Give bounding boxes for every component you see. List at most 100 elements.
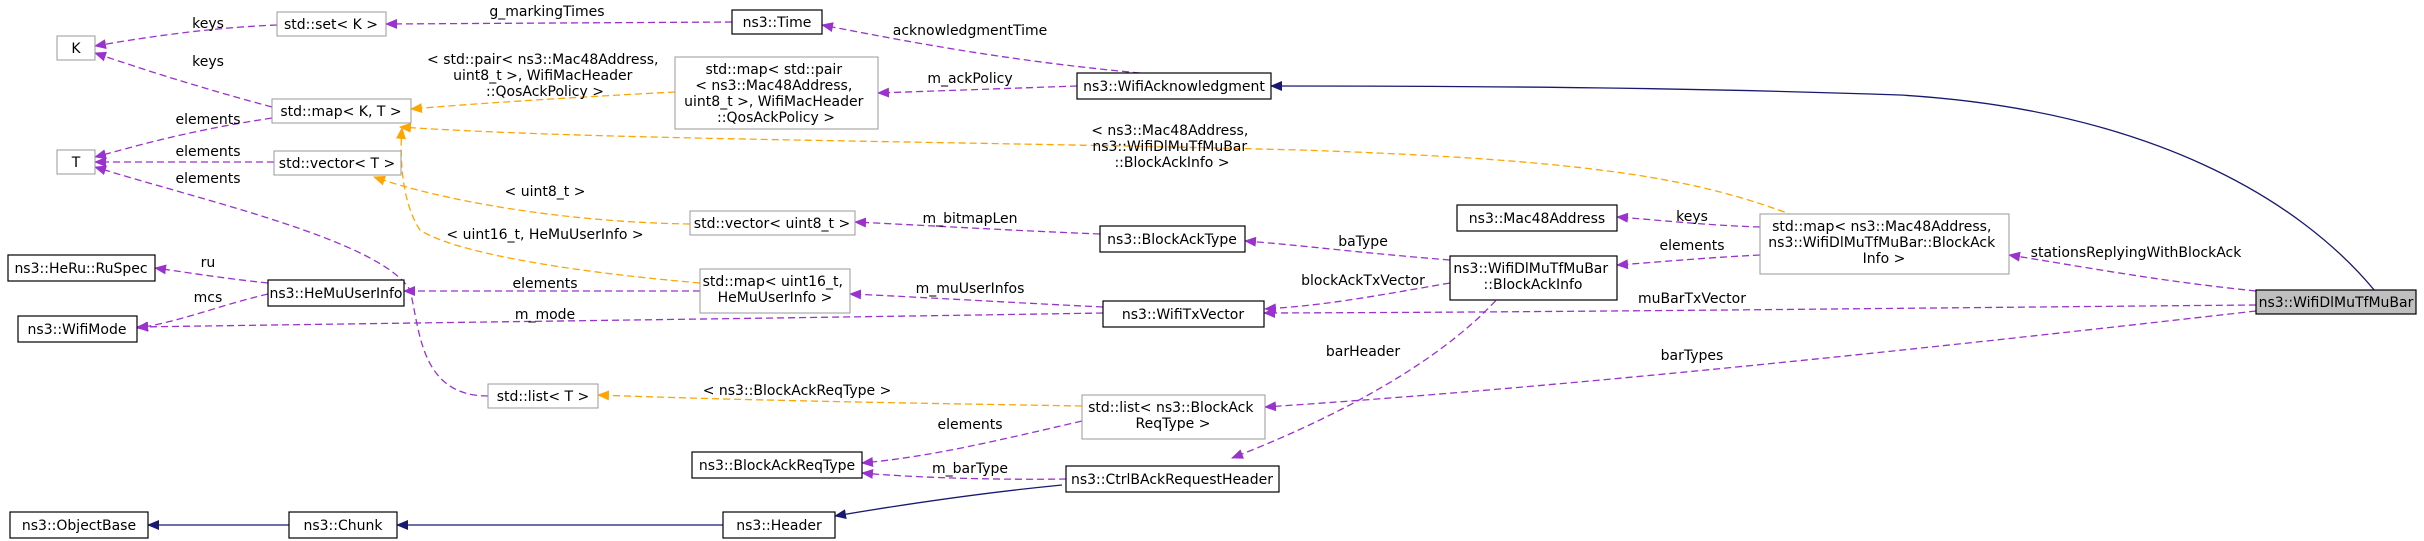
node-mu-userinfo-map[interactable]: std::map< uint16_t, HeMuUserInfo > xyxy=(699,268,851,314)
node-std-set[interactable]: std::set< K > xyxy=(276,11,387,37)
edge-blockackreqtype-to-ctrlbackreqheader xyxy=(861,468,1067,480)
node-wifimode[interactable]: ns3::WifiMode xyxy=(17,315,138,343)
svg-text:ns3::BlockAckReqType: ns3::BlockAckReqType xyxy=(699,458,855,474)
svg-text:std::set< K >: std::set< K > xyxy=(284,17,378,33)
edge-info-to-map xyxy=(1616,254,1761,270)
edge-heruspec-to-hemuuserinfo xyxy=(154,264,269,284)
svg-text:std::map< std::pair <: std::map< std::pair < ns3::Mac48Address,… xyxy=(684,62,868,126)
svg-text:ns3::WifiMode: ns3::WifiMode xyxy=(28,322,127,338)
edge-label-mubartxvector: muBarTxVector xyxy=(1638,291,1746,307)
edge-label-barheader: barHeader xyxy=(1326,344,1400,360)
svg-text:ns3::Chunk: ns3::Chunk xyxy=(303,518,383,534)
edges xyxy=(94,18,2376,530)
node-ackpolicy-map[interactable]: std::map< std::pair < ns3::Mac48Address,… xyxy=(674,56,879,130)
edge-ctrlbackreqheader-to-header xyxy=(834,484,1063,520)
node-mac48address[interactable]: ns3::Mac48Address xyxy=(1456,204,1618,232)
edge-label-m-ackpolicy: m_ackPolicy xyxy=(927,71,1012,87)
edge-label-uint16-template: < uint16_t, HeMuUserInfo > xyxy=(446,227,643,243)
edge-label-hemuuserinfo-elements: elements xyxy=(512,276,577,292)
svg-text:std::map< K, T >: std::map< K, T > xyxy=(280,104,401,120)
edge-mac48-to-map xyxy=(1616,212,1761,228)
edge-label-m-mode: m_mode xyxy=(515,307,575,323)
edge-label-bartypes: barTypes xyxy=(1661,348,1724,364)
node-wifitxvector[interactable]: ns3::WifiTxVector xyxy=(1102,300,1265,328)
edge-label-map-k-keys: keys xyxy=(192,54,224,70)
edge-label-m-bartype: m_barType xyxy=(932,461,1008,477)
svg-text:std::vector< uint8_t >: std::vector< uint8_t > xyxy=(694,216,850,232)
node-hemuuserinfo[interactable]: ns3::HeMuUserInfo xyxy=(267,279,405,307)
svg-text:ns3::Header: ns3::Header xyxy=(736,518,822,534)
edge-focus-to-wifiack xyxy=(1270,81,2376,292)
node-blockacktype[interactable]: ns3::BlockAckType xyxy=(1099,225,1246,253)
edge-vectoru8-to-blockacktype xyxy=(854,217,1101,235)
svg-text:T: T xyxy=(71,155,81,171)
edge-blockackreqtype-to-bartypelist xyxy=(861,420,1083,468)
node-wifi-acknowledgment[interactable]: ns3::WifiAcknowledgment xyxy=(1076,72,1272,100)
node-ns3-time[interactable]: ns3::Time xyxy=(731,9,823,35)
edge-blockackinfomap-to-map xyxy=(399,122,1796,217)
edge-wifiack-to-ackpolicymap xyxy=(877,85,1078,98)
svg-text:ns3::Time: ns3::Time xyxy=(743,15,812,31)
edge-listt-to-t xyxy=(94,165,489,397)
edge-wifimode-to-hemuuserinfo xyxy=(136,293,269,332)
svg-text:ns3::WifiDlMuTfMuBar: ns3::WifiDlMuTfMuBar xyxy=(2259,295,2414,311)
svg-text:std::list< ns3::BlockAck: std::list< ns3::BlockAck ReqType > xyxy=(1088,400,1258,432)
svg-text:std::map< uint16_t, He: std::map< uint16_t, HeMuUserInfo > xyxy=(703,274,848,306)
edge-set-to-k xyxy=(94,24,278,50)
svg-text:ns3::WifiTxVector: ns3::WifiTxVector xyxy=(1122,307,1244,323)
edge-vectoru8-to-vectort xyxy=(373,175,691,225)
svg-text:ns3::WifiDlMuTfMuBar :: ns3::WifiDlMuTfMuBar ::BlockAckInfo xyxy=(1453,261,1612,293)
node-objectbase[interactable]: ns3::ObjectBase xyxy=(9,511,149,539)
node-t[interactable]: T xyxy=(56,149,96,175)
node-std-map[interactable]: std::map< K, T > xyxy=(271,98,412,124)
edge-label-info-elements: elements xyxy=(1659,238,1724,254)
node-std-vector-t[interactable]: std::vector< T > xyxy=(273,150,402,176)
node-wifidlmutfmubar[interactable]: ns3::WifiDlMuTfMuBar xyxy=(2255,289,2417,315)
edge-map-to-focus xyxy=(2008,251,2257,292)
edge-wifiack-to-time xyxy=(821,22,1141,74)
edge-label-blockackreqtype-template: < ns3::BlockAckReqType > xyxy=(703,383,892,399)
node-bartype-list[interactable]: std::list< ns3::BlockAck ReqType > xyxy=(1081,394,1266,440)
node-blockackinfo[interactable]: ns3::WifiDlMuTfMuBar ::BlockAckInfo xyxy=(1449,255,1618,301)
node-std-vector-uint8[interactable]: std::vector< uint8_t > xyxy=(689,210,856,236)
edge-mumap-to-wifitxvector xyxy=(849,289,1104,308)
edge-wifitxvector-to-focus xyxy=(1263,304,2257,318)
edge-label-ru: ru xyxy=(201,255,216,271)
edge-mumap-to-map xyxy=(396,127,701,284)
edge-label-bartype-elements: elements xyxy=(937,417,1002,433)
edge-label-mcs: mcs xyxy=(194,290,223,306)
edge-label-mac48-keys: keys xyxy=(1676,209,1708,225)
edge-label-uint8-template: < uint8_t > xyxy=(505,184,586,200)
svg-text:ns3::HeRu::RuSpec: ns3::HeRu::RuSpec xyxy=(14,261,147,277)
edge-map-to-t xyxy=(94,117,273,160)
node-ctrlbackrequestheader[interactable]: ns3::CtrlBAckRequestHeader xyxy=(1065,465,1280,493)
edge-label-m-muuserinfos: m_muUserInfos xyxy=(916,281,1025,297)
svg-text:ns3::WifiAcknowledgment: ns3::WifiAcknowledgment xyxy=(1083,79,1265,95)
edge-label-g-markingtimes: g_markingTimes xyxy=(489,4,604,20)
edge-wifimode-to-wifitxvector xyxy=(136,312,1104,332)
node-header[interactable]: ns3::Header xyxy=(722,511,836,539)
edge-label-listt-t-elements: elements xyxy=(175,171,240,187)
svg-text:std::list< T >: std::list< T > xyxy=(497,389,590,405)
edge-label-set-k-keys: keys xyxy=(192,16,224,32)
edge-label-m-bitmaplen: m_bitmapLen xyxy=(922,211,1017,227)
edge-label-acknowledgmenttime: acknowledgmentTime xyxy=(893,23,1047,39)
edge-label-batype: baType xyxy=(1338,234,1388,250)
svg-text:std::map< ns3::Mac48Address,: std::map< ns3::Mac48Address, ns3::WifiDl… xyxy=(1768,219,1999,267)
edge-label-vectort-t-elements: elements xyxy=(175,144,240,160)
node-k[interactable]: K xyxy=(56,35,96,61)
node-chunk[interactable]: ns3::Chunk xyxy=(288,511,398,539)
svg-text:ns3::HeMuUserInfo: ns3::HeMuUserInfo xyxy=(269,286,402,302)
node-heru-ruspec[interactable]: ns3::HeRu::RuSpec xyxy=(7,254,156,282)
svg-text:ns3::BlockAckType: ns3::BlockAckType xyxy=(1107,232,1237,248)
node-blockackinfo-map[interactable]: std::map< ns3::Mac48Address, ns3::WifiDl… xyxy=(1759,213,2010,275)
node-blockackreqtype[interactable]: ns3::BlockAckReqType xyxy=(691,451,863,479)
edge-label-ackpolicymap-template: < std::pair< ns3::Mac48Address, uint8_t … xyxy=(427,52,663,100)
svg-text:std::vector< T >: std::vector< T > xyxy=(279,156,395,172)
edge-wifitxvector-to-info xyxy=(1264,282,1451,314)
node-std-list-t[interactable]: std::list< T > xyxy=(487,383,599,409)
svg-text:ns3::CtrlBAckRequestHeader: ns3::CtrlBAckRequestHeader xyxy=(1071,472,1273,488)
edge-label-map-t-elements: elements xyxy=(175,112,240,128)
edge-info-to-ctrlbackreqheader xyxy=(1231,283,1511,459)
